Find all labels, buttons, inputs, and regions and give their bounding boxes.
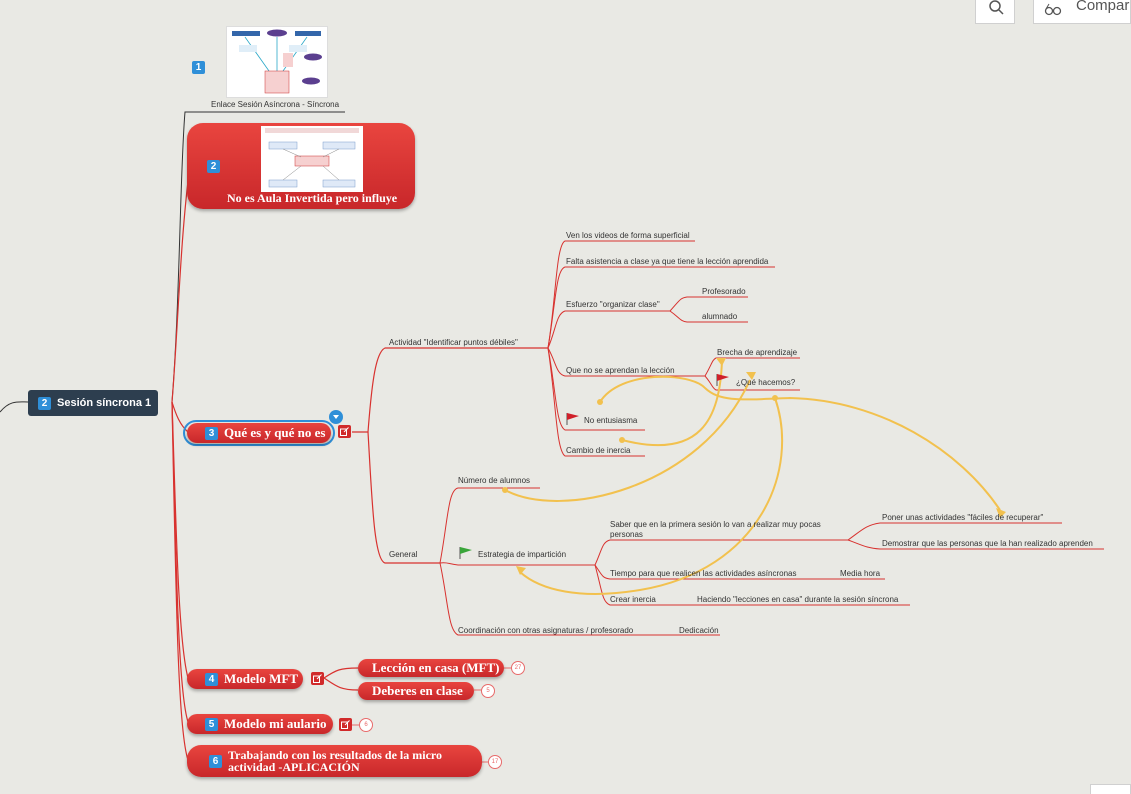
topic-3-label: Qué es y qué no es	[224, 425, 326, 440]
share-label: Compar	[1076, 0, 1130, 14]
topic-number-badge: 6	[209, 754, 222, 768]
topic-3-link-button[interactable]	[338, 425, 351, 438]
subtopic[interactable]: Poner unas actividades "fáciles de recup…	[882, 513, 1044, 522]
collapsed-count-badge[interactable]: 5	[481, 684, 495, 698]
subtopic[interactable]: Demostrar que las personas que la han re…	[882, 539, 1093, 548]
topic-6[interactable]: 6 Trabajando con los resultados de la mi…	[187, 745, 482, 777]
subtopic[interactable]: Número de alumnos	[458, 476, 531, 485]
topic-3[interactable]: 3 Qué es y qué no es	[187, 423, 331, 443]
subtopic[interactable]: Haciendo "lecciones en casa" durante la …	[697, 595, 899, 604]
subtopic[interactable]: No entusiasma	[584, 416, 638, 425]
topic-number-badge: 1	[192, 61, 205, 74]
topic-number-badge: 3	[205, 426, 218, 440]
subtopic[interactable]: Estrategia de impartición	[478, 550, 567, 559]
search-icon	[989, 0, 1004, 15]
branch-actividad-label[interactable]: Actividad "Identificar puntos débiles"	[389, 338, 518, 347]
collapsed-count-badge[interactable]: 17	[488, 755, 502, 769]
diagram-thumbnail	[265, 128, 359, 188]
topic-2[interactable]: 2 No es Aula Invertida pero influye	[187, 123, 415, 209]
topic-2-label: No es Aula Invertida pero influye	[227, 191, 398, 205]
topic-2-image	[261, 126, 363, 192]
share-button[interactable]: Compar	[1033, 0, 1131, 24]
collapsed-count-badge[interactable]: 27	[511, 661, 525, 675]
subtopic[interactable]: Tiempo para que realicen las actividades…	[610, 569, 797, 578]
subtopic[interactable]: Dedicación	[679, 626, 719, 635]
subtopic[interactable]: Saber que en la primera sesión lo van a …	[610, 520, 821, 529]
topic-4[interactable]: 4 Modelo MFT	[187, 669, 303, 689]
subtopic[interactable]: Brecha de aprendizaje	[717, 348, 798, 357]
topic-1-image[interactable]	[226, 26, 328, 98]
green-flag-icon	[459, 547, 472, 559]
topic-5[interactable]: 5 Modelo mi aulario	[187, 714, 333, 734]
topic-5-label: Modelo mi aulario	[224, 716, 327, 731]
collapse-toggle[interactable]	[329, 410, 343, 424]
topic-6-label-line2: actividad -APLICACIÓN	[228, 760, 360, 774]
chevron-down-icon	[333, 415, 339, 419]
subtopic[interactable]: alumnado	[702, 312, 738, 321]
topic-3-selection-ring	[183, 420, 335, 446]
red-flag-icon	[716, 374, 729, 386]
collapsed-count-badge[interactable]: 6	[359, 718, 373, 732]
topic-6-label-line1: Trabajando con los resultados de la micr…	[228, 748, 443, 762]
subtopic-label: Deberes en clase	[372, 683, 463, 698]
topic-number-badge: 4	[205, 672, 218, 686]
subtopic[interactable]: Falta asistencia a clase ya que tiene la…	[566, 257, 769, 266]
topic-number-badge: 2	[207, 160, 220, 173]
red-flag-icon	[566, 413, 579, 425]
subtopic[interactable]: Que no se aprendan la lección	[566, 366, 675, 375]
search-button[interactable]	[975, 0, 1015, 24]
external-link-icon	[313, 674, 322, 683]
subtopic[interactable]: Cambio de inercia	[566, 446, 631, 455]
diagram-thumbnail	[232, 29, 322, 94]
subtopic[interactable]: Ven los videos de forma superficial	[566, 231, 690, 240]
root-topic[interactable]: 2 Sesión síncrona 1	[28, 390, 158, 416]
root-topic-label: Sesión síncrona 1	[57, 397, 152, 409]
subtopic[interactable]: ¿Qué hacemos?	[736, 378, 796, 387]
external-link-icon	[341, 720, 350, 729]
subtopic[interactable]: Esfuerzo "organizar clase"	[566, 300, 660, 309]
zoom-control[interactable]	[1090, 784, 1131, 794]
topic-4-link-button[interactable]	[311, 672, 324, 685]
topic-1-caption[interactable]: Enlace Sesión Asíncrona - Síncrona	[211, 100, 340, 109]
subtopic[interactable]: Crear inercia	[610, 595, 656, 604]
glasses-icon	[1044, 3, 1062, 16]
external-link-icon	[340, 427, 349, 436]
topic-4-label: Modelo MFT	[224, 671, 299, 686]
topic-5-link-button[interactable]	[339, 718, 352, 731]
topic-number-badge: 5	[205, 717, 218, 731]
subtopic[interactable]: Coordinación con otras asignaturas / pro…	[458, 626, 634, 635]
subtopic-leccion-en-casa[interactable]: Lección en casa (MFT)	[358, 659, 504, 677]
branch-general-label[interactable]: General	[389, 550, 418, 559]
subtopic-label: Lección en casa (MFT)	[372, 660, 500, 675]
topic-number-badge: 2	[38, 396, 51, 410]
subtopic[interactable]: personas	[610, 530, 643, 539]
subtopic-deberes-en-clase[interactable]: Deberes en clase	[358, 682, 474, 700]
subtopic[interactable]: Media hora	[840, 569, 881, 578]
subtopic[interactable]: Profesorado	[702, 287, 746, 296]
